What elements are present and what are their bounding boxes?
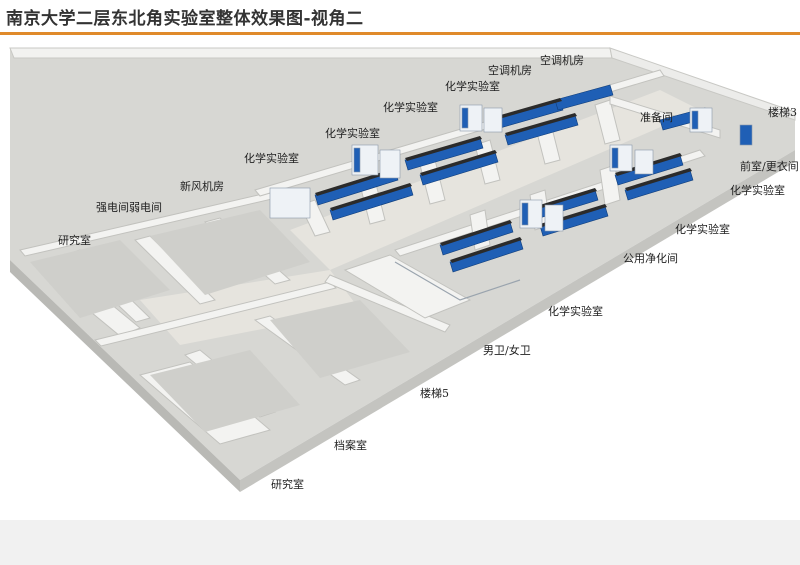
- glass-partition: [394, 261, 521, 301]
- room-floors: [30, 210, 410, 432]
- label-stairs-3: 楼梯3: [768, 106, 797, 119]
- slab-edge-right: [240, 150, 795, 492]
- label-research-room-1: 研究室: [58, 234, 91, 247]
- slab-edge-left: [10, 260, 240, 492]
- label-electrical-room: 强电间弱电间: [96, 201, 162, 214]
- north-wall: [9, 47, 613, 59]
- label-chem-lab-7: 化学实验室: [548, 305, 603, 318]
- label-aircon-room-2: 空调机房: [488, 64, 532, 77]
- lab-benches: [314, 84, 709, 273]
- northeast-wall: [609, 47, 796, 121]
- title-divider: [0, 32, 800, 35]
- label-public-clean-room: 公用净化间: [623, 252, 678, 265]
- label-chem-lab-5: 化学实验室: [730, 184, 785, 197]
- page-title: 南京大学二层东北角实验室整体效果图-视角二: [6, 9, 364, 29]
- label-chem-lab-6: 化学实验室: [675, 223, 730, 236]
- label-chem-lab-2: 化学实验室: [383, 101, 438, 114]
- label-prep-room: 准备间: [640, 111, 673, 124]
- label-anteroom: 前室/更衣间: [740, 160, 799, 173]
- label-stairs-5: 楼梯5: [420, 387, 449, 400]
- label-fresh-air-room: 新风机房: [180, 180, 224, 193]
- footer-band: [0, 520, 800, 565]
- label-chem-lab-3: 化学实验室: [325, 127, 380, 140]
- fume-hoods: [269, 104, 753, 232]
- label-chem-lab-1: 化学实验室: [445, 80, 500, 93]
- label-archive-room: 档案室: [334, 439, 367, 452]
- label-restroom: 男卫/女卫: [483, 344, 531, 357]
- label-aircon-room-1: 空调机房: [540, 54, 584, 67]
- label-research-room-2: 研究室: [271, 478, 304, 491]
- label-chem-lab-4: 化学实验室: [244, 152, 299, 165]
